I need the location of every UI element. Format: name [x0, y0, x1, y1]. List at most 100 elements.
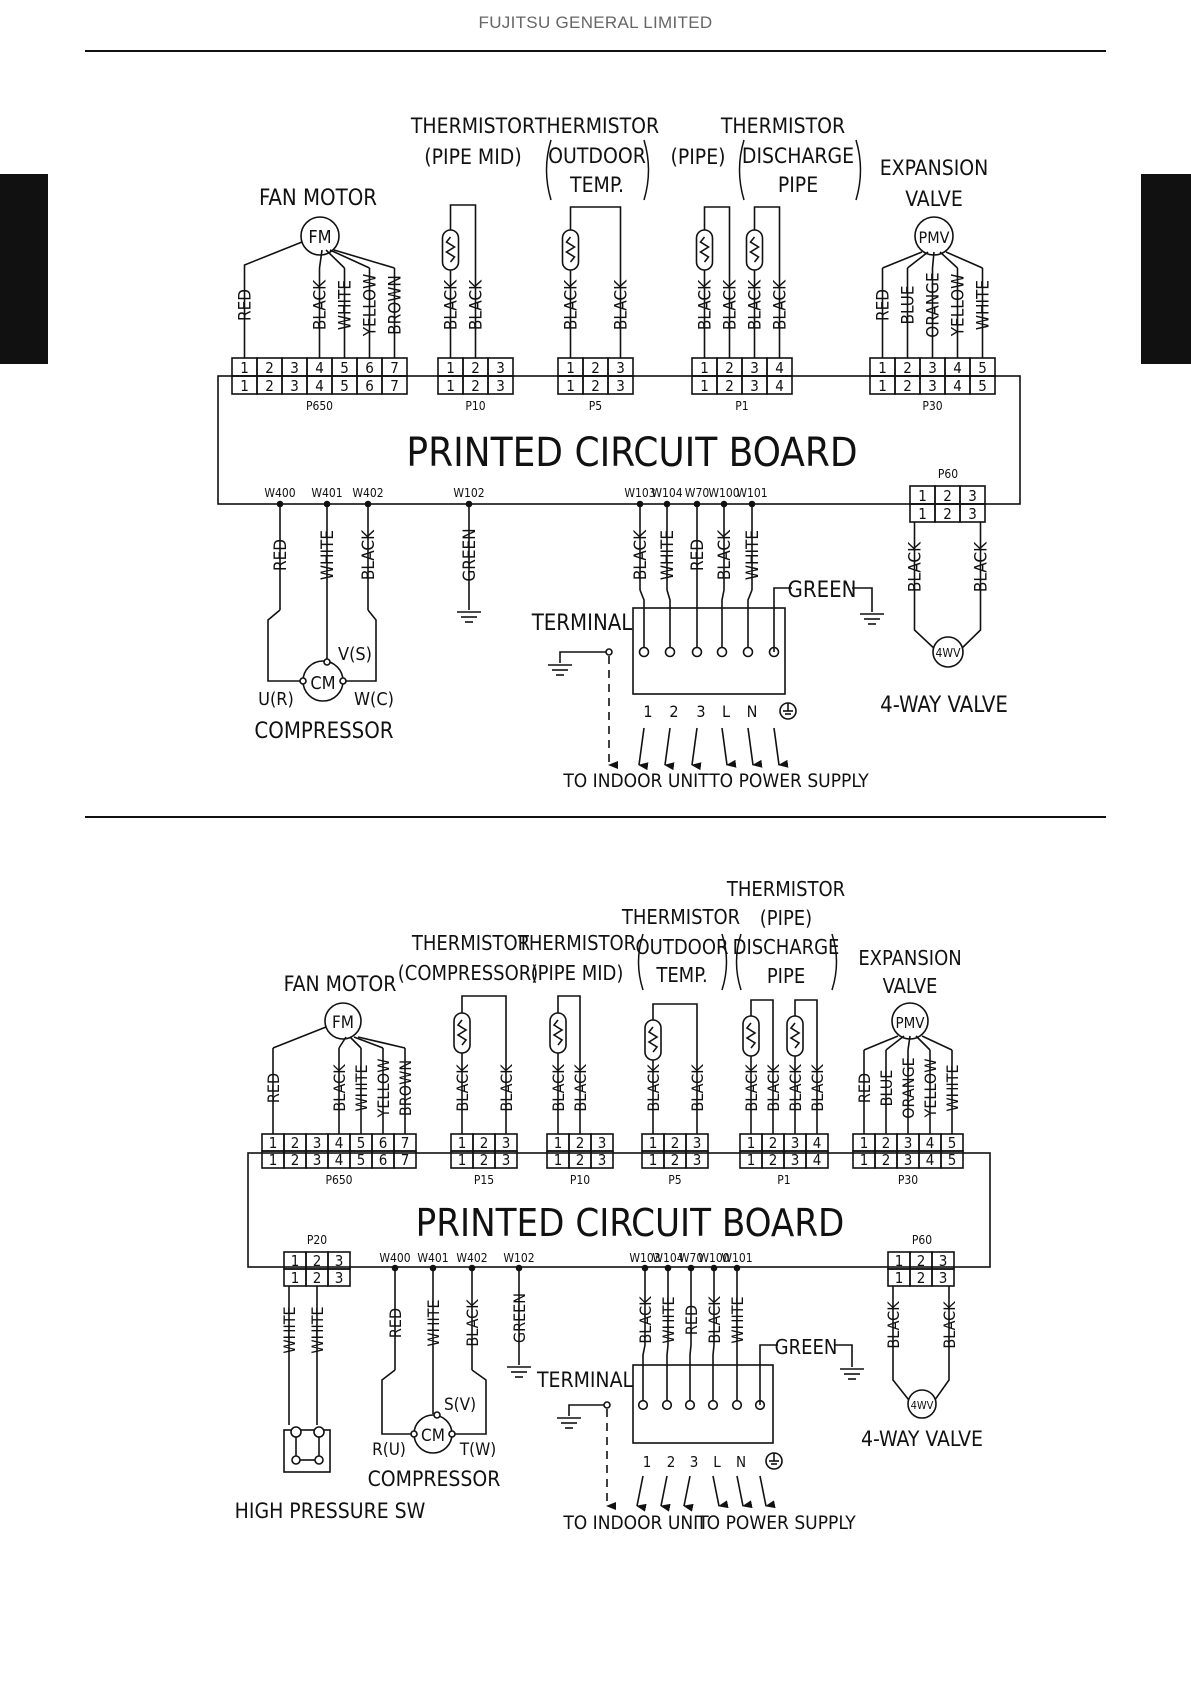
p5-thermistor-subtitle: OUTDOOR — [636, 935, 729, 959]
p650-pin-number: 3 — [290, 377, 299, 395]
p10-pin-number: 3 — [496, 359, 505, 377]
p1-thermistor-discharge: DISCHARGE — [733, 935, 840, 959]
w-terminal-label: W401 — [417, 1251, 448, 1265]
w-terminal-label: W102 — [453, 486, 484, 500]
p20-pin-number: 3 — [335, 1269, 344, 1287]
p1-pin-number: 3 — [791, 1151, 800, 1169]
p10-pin-number: 1 — [554, 1151, 563, 1169]
p30-pin-number: 2 — [882, 1134, 891, 1152]
terminal-wire — [666, 589, 671, 652]
p30-wire-color: WHITE — [943, 1064, 962, 1111]
p10-pin-number: 1 — [446, 359, 455, 377]
earth-wire — [773, 587, 792, 652]
p10-thermistor-subtitle: (PIPE MID) — [424, 145, 521, 169]
compressor-wire-color: WHITE — [424, 1299, 443, 1346]
p1-wire-color: BLACK — [786, 1064, 805, 1112]
p650-wire-color: WHITE — [352, 1064, 371, 1111]
to-indoor-label: TO INDOOR UNIT — [562, 770, 709, 792]
p650-pin-number: 6 — [365, 377, 374, 395]
p60-connector-label: P60 — [912, 1233, 932, 1247]
p30-connector-label: P30 — [922, 399, 942, 413]
p650-pin-number: 2 — [265, 359, 274, 377]
w-terminal-label: W102 — [503, 1251, 534, 1265]
compressor-cm-label: CM — [310, 673, 335, 694]
p60-pin-number: 2 — [943, 487, 952, 505]
p5-wire-color: BLACK — [562, 279, 582, 330]
fan-motor-symbol — [300, 216, 340, 256]
p15-pin-number: 2 — [480, 1134, 489, 1152]
p30-pin-number: 3 — [928, 359, 937, 377]
terminal-number: 1 — [643, 1453, 652, 1471]
w-terminal-label: W104 — [651, 486, 682, 500]
to-power-label: TO POWER SUPPLY — [708, 770, 869, 792]
compressor-label: COMPRESSOR — [254, 719, 393, 744]
p1-pin-number: 3 — [750, 359, 759, 377]
pmv-wire — [945, 251, 983, 269]
p15-wire-color: BLACK — [497, 1064, 516, 1112]
fan-motor-label: FAN MOTOR — [284, 972, 397, 996]
p5-pin-cell — [685, 1150, 709, 1169]
p650-wire-color: BLACK — [330, 1064, 349, 1112]
fan-motor-wire — [272, 1026, 327, 1049]
p30-pin-number: 5 — [978, 377, 987, 395]
p5-pin-cell — [607, 375, 634, 395]
terminal-wire — [712, 1344, 715, 1405]
pcb-board-outline — [247, 1152, 991, 1268]
p60-wire-color: BLACK — [972, 541, 992, 592]
terminal-wire-color: RED — [682, 1305, 701, 1335]
fourway-valve-4wv: 4WV — [936, 646, 962, 660]
p60-pin-number: 3 — [968, 487, 977, 505]
p1-thermistor-discharge2: PIPE — [767, 964, 805, 988]
fan-motor-symbol — [324, 1002, 362, 1040]
p1-wire-color: BLACK — [696, 279, 716, 330]
p30-pin-cell — [940, 1150, 964, 1169]
p10-pin-number: 3 — [496, 377, 505, 395]
p1-paren-left — [738, 139, 745, 201]
p5-pin-number: 3 — [616, 377, 625, 395]
compressor-wire-color: RED — [271, 539, 291, 571]
p5-paren-left — [637, 933, 644, 991]
p1-thermistor-discharge2: PIPE — [778, 173, 818, 197]
compressor-w-label: T(W) — [459, 1440, 496, 1460]
fan-motor-fm-label: FM — [308, 227, 331, 248]
power-arrow — [759, 1475, 776, 1509]
p10-thermistor-symbol — [552, 1019, 564, 1046]
p1-pin-number: 2 — [725, 359, 734, 377]
compressor-lead — [452, 1369, 487, 1435]
p10-thermistor-title: THERMISTOR — [410, 114, 535, 138]
fan-motor-wire — [325, 249, 346, 269]
header-title: FUJITSU GENERAL LIMITED — [478, 13, 713, 32]
fan-motor-wire — [329, 249, 370, 269]
p650-pin-number: 1 — [240, 359, 249, 377]
p5-thermistor-subtitle: OUTDOOR — [548, 144, 646, 168]
terminal-wire — [721, 589, 725, 652]
p650-pin-number: 4 — [335, 1134, 344, 1152]
p10-wire-color: BLACK — [442, 279, 462, 330]
p30-pin-number: 3 — [904, 1134, 913, 1152]
high-pressure-switch-label: HIGH PRESSURE SW — [235, 1499, 426, 1523]
earth-wire — [834, 1344, 853, 1367]
compressor-cm-label: CM — [421, 1426, 445, 1446]
expansion-valve-subtitle: VALVE — [905, 187, 963, 211]
fan-motor-label: FAN MOTOR — [259, 186, 377, 211]
p10-connector-label: P10 — [570, 1173, 590, 1187]
fan-motor-fm-label: FM — [332, 1013, 354, 1033]
compressor-lead — [381, 1369, 412, 1435]
p30-pin-number: 1 — [860, 1134, 869, 1152]
compressor-wire-color: BLACK — [359, 529, 379, 580]
p650-wire-color: BROWN — [396, 1060, 415, 1116]
p1-wire — [750, 999, 774, 1134]
p60-pin-cell — [959, 503, 986, 523]
p5-pin-number: 3 — [616, 359, 625, 377]
fourway-wire — [931, 1355, 950, 1405]
p30-pin-number: 1 — [878, 359, 887, 377]
p1-thermistor-pipe: (PIPE) — [760, 906, 812, 930]
terminal-wire-color: BLACK — [705, 1296, 724, 1344]
p20-pin-number: 3 — [335, 1252, 344, 1270]
p650-pin-number: 3 — [313, 1134, 322, 1152]
p10-thermistor-symbol — [444, 236, 457, 263]
terminal-label: TERMINAL — [536, 1368, 634, 1392]
p30-wire-color: YELLOW — [949, 274, 969, 338]
p10-pin-number: 3 — [598, 1151, 607, 1169]
earth-wire-color: GREEN — [775, 1335, 838, 1359]
